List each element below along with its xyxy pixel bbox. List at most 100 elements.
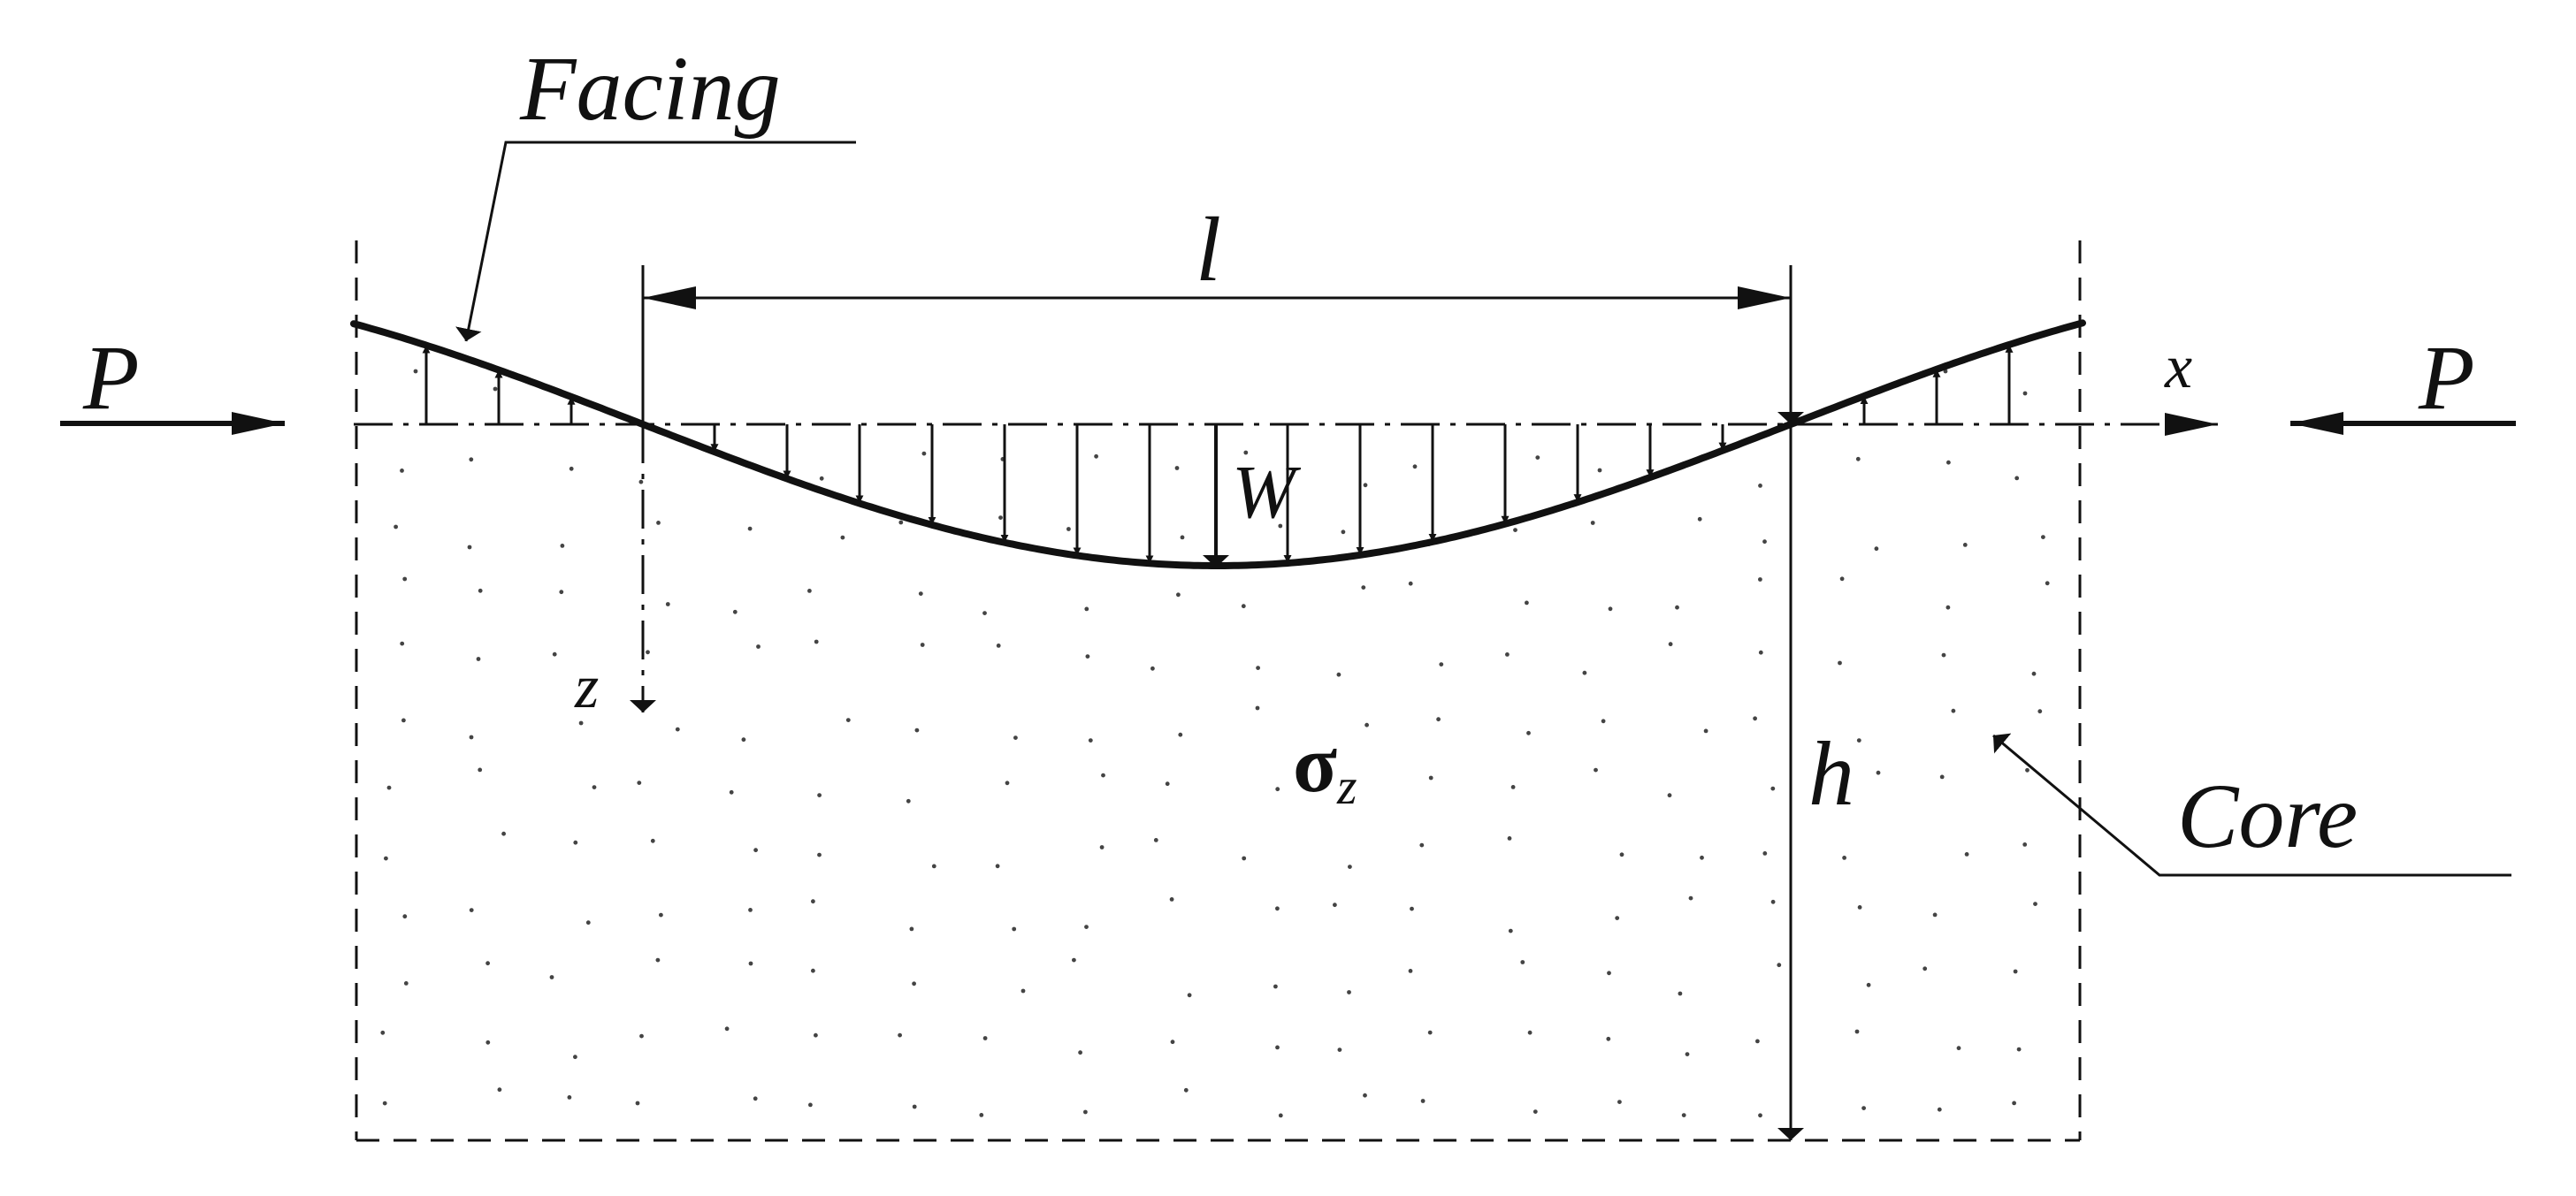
core-boundary xyxy=(355,240,2082,1142)
core-dot xyxy=(1535,455,1540,460)
core-dot xyxy=(1839,576,1845,582)
core-dot xyxy=(1866,982,1871,987)
core-dot xyxy=(1275,906,1280,911)
z-axis-label: z xyxy=(574,653,599,721)
stress-symbol: σ xyxy=(1293,719,1337,809)
core-dot xyxy=(996,644,1001,648)
core-dot xyxy=(753,1096,758,1101)
core-dot xyxy=(469,457,474,462)
core-dot xyxy=(998,515,1003,520)
core-dot xyxy=(1363,483,1368,488)
core-dot xyxy=(400,641,405,646)
core-dot xyxy=(1066,527,1071,531)
core-dot xyxy=(1275,787,1280,792)
core-dot xyxy=(732,609,738,614)
core-dot xyxy=(1937,1107,1942,1112)
core-dot xyxy=(918,591,923,596)
core-dot xyxy=(655,957,661,963)
core-dot xyxy=(1255,705,1260,711)
core-dot xyxy=(1608,606,1613,612)
core-dot xyxy=(1861,1106,1867,1110)
core-dot xyxy=(1607,971,1611,976)
core-dot xyxy=(1755,1039,1760,1044)
core-dot xyxy=(1597,468,1602,473)
core-dot xyxy=(906,798,911,804)
core-dot xyxy=(1408,581,1413,586)
core-dot xyxy=(1855,456,1861,461)
core-dot xyxy=(1101,773,1105,778)
core-dot xyxy=(1939,774,1945,780)
core-dot xyxy=(384,856,388,861)
core-dot xyxy=(1946,460,1951,465)
core-dot xyxy=(467,545,472,550)
core-dot xyxy=(811,968,815,973)
core-dot xyxy=(747,526,753,531)
core-dot xyxy=(1510,785,1516,789)
core-dot xyxy=(1854,1029,1860,1034)
core-dot xyxy=(1336,672,1342,677)
core-dot xyxy=(1667,793,1672,798)
core-dot xyxy=(1012,926,1017,932)
core-dot xyxy=(1428,775,1433,781)
core-dot xyxy=(1337,1047,1342,1052)
core-dot xyxy=(898,1032,902,1038)
core-dot xyxy=(1758,577,1762,582)
core-dot xyxy=(1601,719,1606,724)
core-dot xyxy=(1363,1093,1367,1098)
core-dot xyxy=(724,1026,730,1032)
core-dot xyxy=(1688,895,1693,901)
core-dot xyxy=(2016,1047,2022,1052)
core-dot xyxy=(1439,662,1444,667)
deflection-label: W xyxy=(1232,449,1302,534)
core-dot xyxy=(912,981,916,987)
core-dot xyxy=(402,914,408,919)
core-dot xyxy=(1410,906,1414,911)
core-dot xyxy=(578,720,584,726)
core-dot xyxy=(1099,845,1105,849)
core-dot xyxy=(1945,605,1951,610)
core-dot xyxy=(817,852,822,857)
core-dot xyxy=(1241,604,1246,609)
core-dot xyxy=(1408,969,1413,973)
core-dot xyxy=(569,466,574,471)
core-dot xyxy=(1153,838,1158,842)
core-dot xyxy=(1758,650,1763,655)
core-dot xyxy=(1084,925,1089,929)
core-dot xyxy=(1762,539,1767,545)
core-dot xyxy=(1513,528,1517,532)
core-dot xyxy=(1922,966,1928,971)
core-dot xyxy=(476,657,481,661)
core-dot xyxy=(1951,708,1956,713)
core-dot xyxy=(1876,770,1881,775)
core-dot xyxy=(756,644,761,649)
core-dot xyxy=(811,899,815,904)
core-dot xyxy=(898,520,904,525)
core-dot xyxy=(1436,717,1441,722)
core-dot xyxy=(1770,786,1776,791)
core-dot xyxy=(1703,728,1708,734)
core-dot xyxy=(1094,453,1098,459)
core-dot xyxy=(493,386,498,392)
core-dot xyxy=(1758,484,1762,488)
core-dot xyxy=(1758,1113,1762,1118)
core-dot xyxy=(1962,543,1968,547)
core-dot xyxy=(1526,730,1531,735)
core-dot xyxy=(2012,1101,2017,1106)
core-dot xyxy=(912,1104,917,1109)
core-dot xyxy=(1278,523,1283,529)
core-dot xyxy=(1582,670,1587,675)
core-dot xyxy=(552,651,557,657)
core-dot xyxy=(1333,903,1337,908)
core-dot xyxy=(497,1087,502,1093)
span-dimension xyxy=(641,265,1792,424)
core-dot xyxy=(485,1040,491,1045)
core-dot xyxy=(2041,535,2045,539)
core-dot xyxy=(819,476,824,481)
core-dot xyxy=(1617,1100,1622,1104)
core-dot xyxy=(753,848,758,853)
core-dot xyxy=(382,1101,387,1106)
core-dot xyxy=(1507,836,1512,841)
x-axis-label: x xyxy=(2164,333,2192,401)
